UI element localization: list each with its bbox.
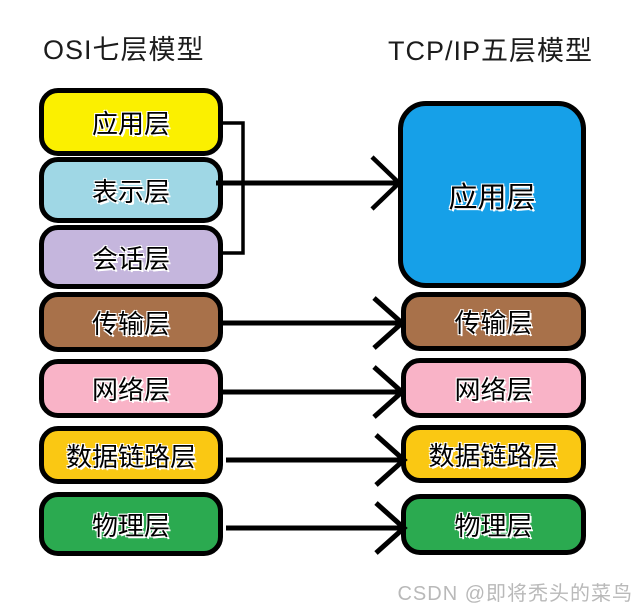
tcpip-layer-label-transport: 传输层 [454,308,533,338]
tcpip-layer-box-datalink: 数据链路层 [401,425,586,483]
osi-layer-box-presentation: 表示层 [39,157,223,223]
arrow-head-transport [372,296,406,350]
osi-layer-label-presentation: 表示层 [91,176,170,207]
arrow-head-network [372,365,406,419]
osi-layer-label-transport: 传输层 [91,308,170,339]
osi-layer-label-network: 网络层 [91,375,170,405]
tcpip-layer-label-network: 网络层 [454,374,533,405]
osi-column-title: OSI七层模型 [43,35,205,65]
tcpip-layer-box-application: 应用层 [398,101,586,288]
arrow-head-datalink [374,433,408,487]
osi-layer-label-application: 应用层 [91,108,170,139]
arrow-head-physical [374,501,408,555]
osi-layer-label-session: 会话层 [91,243,170,274]
osi-layer-label-datalink: 数据链路层 [65,441,196,472]
osi-layer-box-session: 会话层 [39,225,223,289]
tcpip-layer-box-transport: 传输层 [401,292,586,351]
csdn-watermark: CSDN @即将秃头的菜鸟 [397,583,633,605]
osi-top-layers-bracket [220,121,245,255]
tcpip-column-title: TCP/IP五层模型 [388,36,594,66]
tcpip-layer-box-physical: 物理层 [401,494,586,555]
osi-layer-box-physical: 物理层 [39,492,223,556]
osi-layer-label-physical: 物理层 [91,510,170,541]
tcpip-layer-label-datalink: 数据链路层 [428,440,559,471]
osi-layer-box-network: 网络层 [39,359,223,418]
tcpip-layer-box-network: 网络层 [401,358,586,418]
osi-layer-box-datalink: 数据链路层 [39,426,223,484]
tcpip-layer-label-application: 应用层 [448,181,536,214]
osi-layer-box-application: 应用层 [39,88,223,156]
osi-layer-box-transport: 传输层 [39,292,223,352]
arrow-head-application [370,155,403,211]
tcpip-layer-label-physical: 物理层 [454,511,533,541]
